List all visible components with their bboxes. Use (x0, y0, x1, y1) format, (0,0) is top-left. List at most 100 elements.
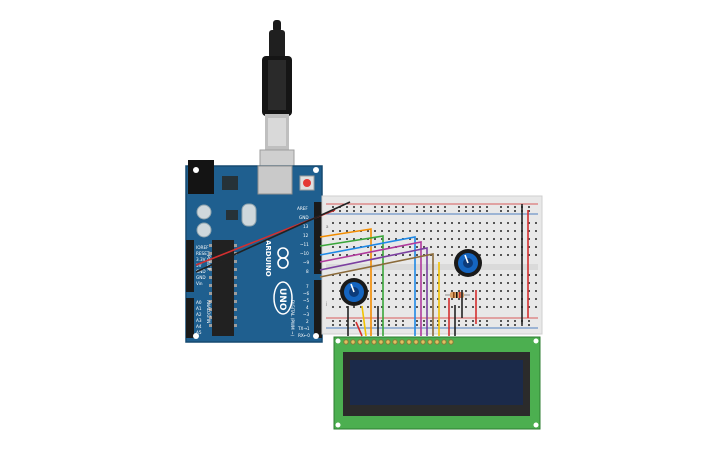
pin-label-4: 4 (306, 305, 309, 310)
pin-label-tx: TX→1 (297, 326, 310, 331)
breadboard-hole (507, 206, 509, 208)
breadboard-hole (388, 210, 390, 212)
pin-label-9: ~9 (303, 260, 310, 265)
breadboard-hole (465, 210, 467, 212)
pin-label-a2: A2 (196, 312, 202, 317)
breadboard-hole (409, 246, 411, 248)
breadboard-hole (444, 306, 446, 308)
breadboard-hole (500, 282, 502, 284)
breadboard-hole (409, 282, 411, 284)
breadboard-hole (486, 324, 488, 326)
breadboard-hole (451, 238, 453, 240)
breadboard-hole (381, 324, 383, 326)
breadboard-hole (493, 246, 495, 248)
breadboard-hole (437, 230, 439, 232)
breadboard-hole (486, 320, 488, 322)
breadboard-hole (486, 230, 488, 232)
breadboard-hole (416, 238, 418, 240)
breadboard-hole (500, 230, 502, 232)
breadboard-hole (367, 282, 369, 284)
breadboard-hole (514, 290, 516, 292)
potentiometer-left (340, 278, 368, 306)
breadboard-hole (444, 222, 446, 224)
crystal (241, 203, 257, 227)
breadboard-hole (402, 210, 404, 212)
breadboard-hole (409, 254, 411, 256)
breadboard-hole (472, 320, 474, 322)
breadboard-hole (458, 210, 460, 212)
microcontroller-chip (212, 240, 234, 336)
pin-label-a5: A5 (196, 330, 202, 335)
bb-row-label-a: a (326, 224, 329, 229)
breadboard-hole (458, 206, 460, 208)
breadboard-hole (430, 230, 432, 232)
breadboard-hole (451, 246, 453, 248)
breadboard-hole (353, 306, 355, 308)
breadboard-hole (416, 246, 418, 248)
breadboard-hole (479, 254, 481, 256)
breadboard-hole (535, 246, 537, 248)
breadboard-hole (381, 254, 383, 256)
breadboard-hole (416, 324, 418, 326)
breadboard-hole (500, 246, 502, 248)
breadboard-hole (374, 298, 376, 300)
breadboard-hole (416, 222, 418, 224)
lcd-pin (420, 339, 426, 345)
breadboard-hole (339, 274, 341, 276)
breadboard-hole (479, 206, 481, 208)
pin-label-7: 7 (306, 284, 309, 289)
breadboard-hole (367, 222, 369, 224)
breadboard-hole (472, 230, 474, 232)
board-model: UNO (277, 288, 287, 311)
breadboard-hole (332, 282, 334, 284)
breadboard-hole (423, 274, 425, 276)
breadboard-hole (528, 290, 530, 292)
breadboard-hole (472, 282, 474, 284)
bb-row-label-j: j (325, 301, 327, 306)
breadboard-hole (339, 324, 341, 326)
breadboard-hole (402, 274, 404, 276)
breadboard-hole (514, 324, 516, 326)
breadboard-hole (465, 298, 467, 300)
breadboard-hole (409, 238, 411, 240)
breadboard-hole (479, 238, 481, 240)
breadboard-hole (395, 290, 397, 292)
breadboard-hole (444, 210, 446, 212)
digital-header-top (314, 202, 322, 274)
wire-magenta-d9 (319, 241, 422, 336)
breadboard-hole (500, 238, 502, 240)
breadboard-hole (339, 254, 341, 256)
breadboard-hole (360, 222, 362, 224)
breadboard-hole (514, 254, 516, 256)
breadboard-hole (430, 320, 432, 322)
breadboard-hole (465, 282, 467, 284)
breadboard-hole (535, 306, 537, 308)
breadboard-hole (360, 274, 362, 276)
breadboard-hole (430, 282, 432, 284)
breadboard-hole (535, 230, 537, 232)
lcd-module (333, 336, 541, 430)
breadboard-hole (507, 246, 509, 248)
breadboard-hole (374, 230, 376, 232)
pin-label-5: ~5 (303, 298, 310, 303)
breadboard-hole (402, 320, 404, 322)
breadboard-hole (472, 238, 474, 240)
breadboard-hole (388, 222, 390, 224)
breadboard-hole (430, 290, 432, 292)
pin-label-a4: A4 (196, 324, 202, 329)
breadboard-hole (472, 206, 474, 208)
breadboard-hole (451, 282, 453, 284)
breadboard-hole (332, 306, 334, 308)
breadboard-hole (346, 254, 348, 256)
pin-label-6: ~6 (303, 291, 310, 296)
lcd-pin (364, 339, 370, 345)
breadboard-hole (388, 230, 390, 232)
usb-b-port (257, 165, 293, 195)
breadboard-hole (416, 298, 418, 300)
breadboard-hole (458, 298, 460, 300)
breadboard-hole (430, 222, 432, 224)
breadboard-hole (339, 222, 341, 224)
lcd-pin (413, 339, 419, 345)
breadboard-hole (423, 246, 425, 248)
